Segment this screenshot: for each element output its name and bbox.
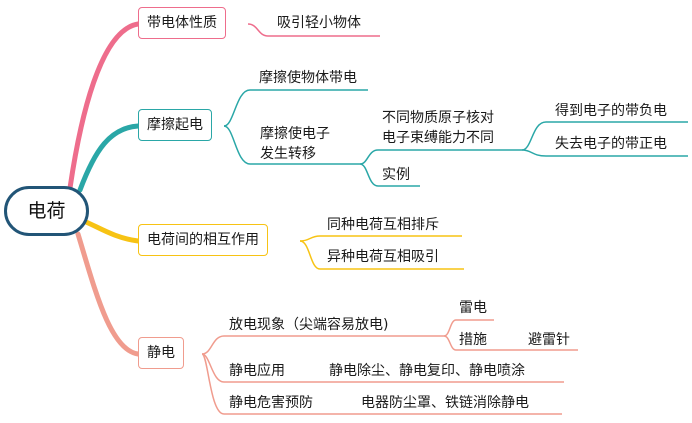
node-nucleus-binding-ability[interactable]: 不同物质原子核对 电子束缚能力不同 — [382, 110, 494, 146]
node-lightning-rod[interactable]: 避雷针 — [528, 332, 570, 348]
node-gain-electrons-negative[interactable]: 得到电子的带负电 — [555, 103, 667, 119]
branch-static-electricity[interactable]: 静电 — [138, 337, 184, 369]
root-link-3 — [83, 219, 141, 244]
node-discharge-phenomenon[interactable]: 放电现象（尖端容易放电) — [229, 317, 389, 333]
node-lose-electrons-positive[interactable]: 失去电子的带正电 — [555, 136, 667, 152]
node-friction-makes-charged[interactable]: 摩擦使物体带电 — [259, 70, 357, 86]
node-hazard-prevention[interactable]: 静电危害预防 — [229, 395, 313, 411]
branch-friction-charging[interactable]: 摩擦起电 — [138, 109, 212, 141]
node-example[interactable]: 实例 — [382, 167, 410, 183]
node-like-charges-repel[interactable]: 同种电荷互相排斥 — [327, 217, 439, 233]
node-application-examples[interactable]: 静电除尘、静电复印、静电喷涂 — [329, 363, 525, 379]
root-link-1 — [67, 21, 141, 191]
node-attract-light-objects[interactable]: 吸引轻小物体 — [277, 15, 361, 31]
node-lightning[interactable]: 雷电 — [459, 300, 487, 316]
root-link-2 — [77, 123, 141, 193]
node-static-applications[interactable]: 静电应用 — [229, 363, 285, 379]
root-link-4 — [75, 231, 141, 357]
node-measures[interactable]: 措施 — [459, 332, 487, 348]
node-prevention-examples[interactable]: 电器防尘罩、铁链消除静电 — [361, 395, 529, 411]
node-unlike-charges-attract[interactable]: 异种电荷互相吸引 — [327, 249, 439, 265]
node-electron-transfer[interactable]: 摩擦使电子 发生转移 — [260, 126, 330, 162]
branch-charged-body-properties[interactable]: 带电体性质 — [138, 7, 226, 39]
root-node[interactable]: 电荷 — [4, 186, 89, 236]
branch-charge-interaction[interactable]: 电荷间的相互作用 — [138, 224, 268, 256]
